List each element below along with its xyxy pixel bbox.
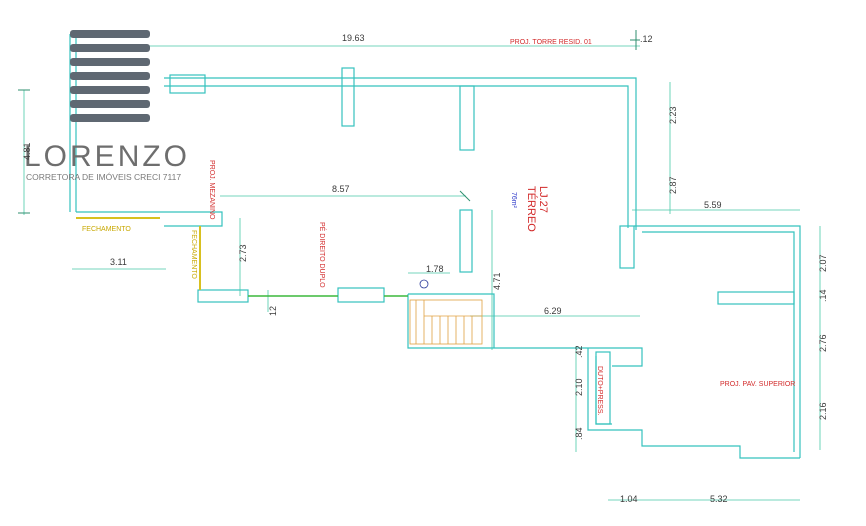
logo-bar-7 [70,114,150,122]
logo-name: LORENZO [24,140,190,173]
dim-532: 5.32 [710,494,728,504]
label-fechamento-2: FECHAMENTO [190,230,197,279]
logo-bar-3 [70,58,150,66]
dim-210: 2.10 [574,378,584,396]
dim-top-width: 19.63 [342,33,365,43]
dim-287: 2.87 [668,176,678,194]
dim-311: 3.11 [110,257,127,267]
label-proj-torre: PROJ. TORRE RESID. 01 [510,39,592,46]
logo-bar-1 [70,30,150,38]
dim-629: 6.29 [544,306,562,316]
dimension-lines [18,30,821,501]
dim-276: 2.76 [818,334,828,352]
logo-bar-2 [70,44,150,52]
dim-left-height: 4.81 [22,142,32,160]
unit-floor: TÉRREO [525,186,538,232]
dim-216: 2.16 [818,402,828,420]
dim-104: 1.04 [620,494,638,504]
unit-name: LJ.27 [537,186,549,213]
dim-273: 2.73 [238,244,248,262]
label-proj-pav: PROJ. PAV. SUPERIOR [720,381,795,388]
dim-559: 5.59 [704,200,722,210]
dim-12: 12 [268,306,278,316]
label-proj-mezanino: PROJ. MEZANINO [208,160,215,220]
dim-42: .42 [574,345,584,358]
dim-178: 1.78 [426,264,444,274]
dim-857: 8.57 [332,184,350,194]
dim-471: 4.71 [492,272,502,290]
logo-bar-5 [70,86,150,94]
label-fechamento-1: FECHAMENTO [82,226,131,233]
logo-bar-4 [70,72,150,80]
dim-84: .84 [574,427,584,440]
dim-207: 2.07 [818,254,828,272]
unit-area: 76m² [510,192,517,209]
logo: LORENZO CORRETORA DE IMÓVEIS CRECI 7117 [24,30,190,182]
logo-bar-6 [70,100,150,108]
label-pe-direito: PÉ DIREITO DUPLO [318,222,327,288]
walls [69,34,801,459]
logo-tagline: CORRETORA DE IMÓVEIS CRECI 7117 [26,172,181,182]
stairs [409,279,483,345]
dim-top-small: .12 [640,34,653,44]
label-duto: DUTO+PRESS. [596,366,603,416]
dim-14: .14 [818,289,828,302]
dim-223: 2.23 [668,106,678,124]
